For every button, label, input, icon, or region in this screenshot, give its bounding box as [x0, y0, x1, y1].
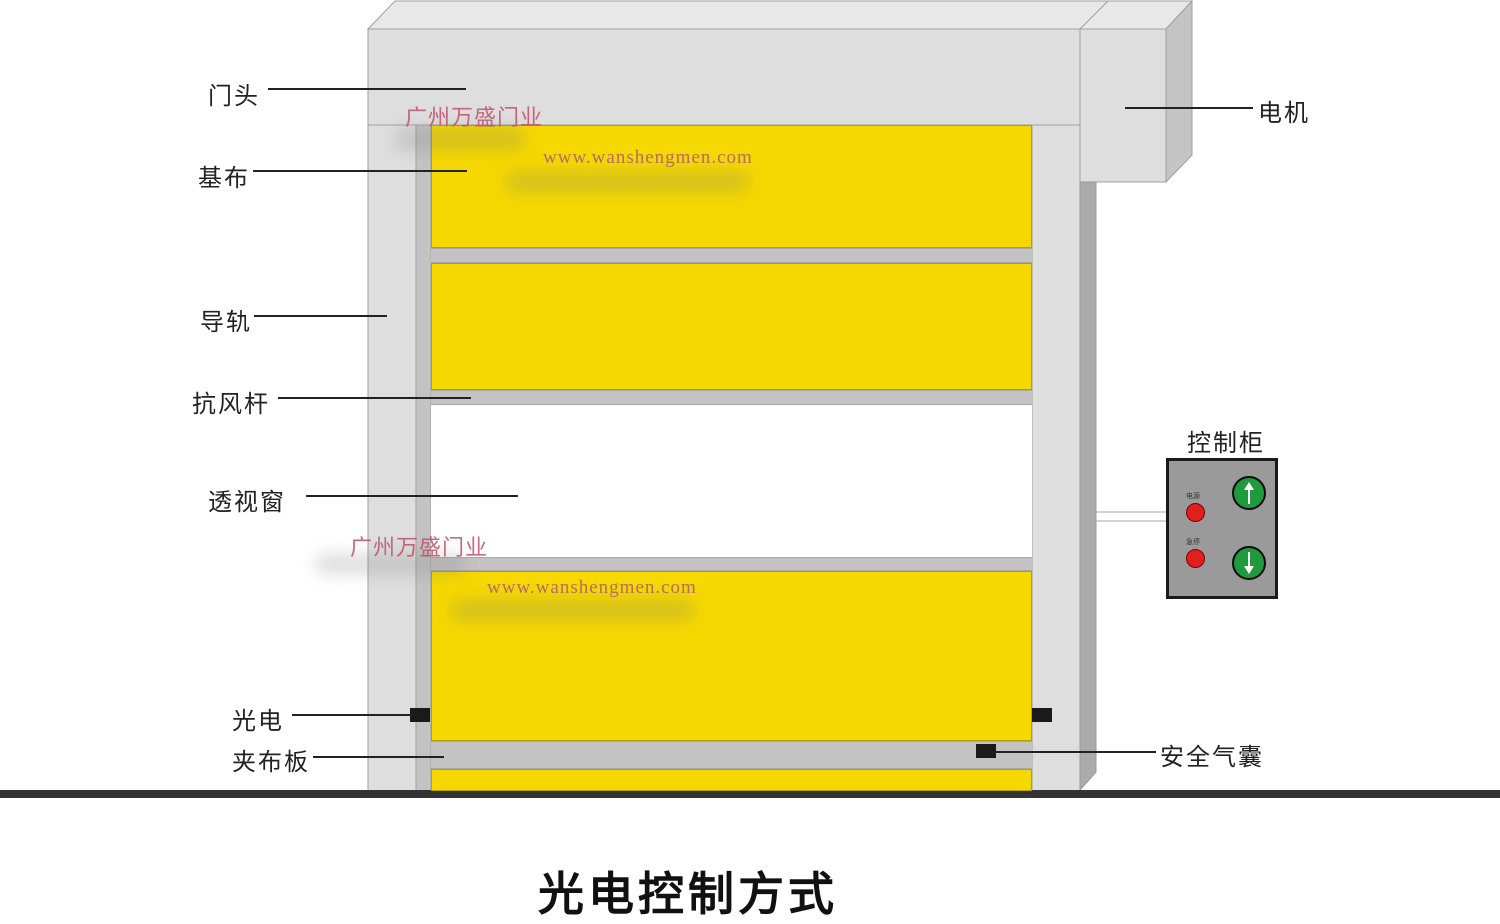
watermark-company: 广州万盛门业 [405, 106, 544, 131]
photocell-sensor-left [410, 708, 430, 722]
fabric-panel-2 [431, 263, 1032, 390]
wind-bar-3 [431, 557, 1032, 571]
power-label: 电源 [1186, 492, 1200, 500]
watermark-blur [450, 600, 695, 620]
control-box: 电源 急停 [1166, 458, 1278, 599]
watermark-url: www.wanshengmen.com [487, 577, 697, 598]
label-photocell: 光电 [232, 707, 284, 735]
up-button[interactable] [1232, 476, 1266, 510]
clamp-plate [431, 741, 1032, 769]
label-motor: 电机 [1258, 99, 1310, 127]
emergency-stop-button[interactable] [1186, 549, 1205, 568]
label-wind-bar: 抗风杆 [192, 390, 270, 418]
airbag-sensor [976, 744, 996, 758]
leader-line [254, 315, 387, 317]
wind-bar-1 [431, 248, 1032, 263]
leader-line [306, 495, 518, 497]
label-guide-rail: 导轨 [200, 308, 252, 336]
leader-line [313, 756, 444, 758]
leader-line [253, 170, 467, 172]
label-base-fabric: 基布 [198, 164, 250, 192]
watermark-blur [505, 172, 750, 192]
label-airbag: 安全气囊 [1160, 743, 1264, 771]
fabric-panel-bottom [431, 769, 1032, 791]
down-button[interactable] [1232, 546, 1266, 580]
label-door-head: 门头 [208, 82, 260, 110]
watermark-url: www.wanshengmen.com [543, 147, 753, 168]
estop-label: 急停 [1186, 538, 1200, 546]
diagram-title: 光电控制方式 [538, 867, 838, 921]
label-control-box: 控制柜 [1187, 429, 1265, 457]
watermark-company: 广州万盛门业 [350, 536, 489, 561]
fabric-panel-3 [431, 571, 1032, 741]
leader-line [994, 751, 1156, 753]
power-indicator-led [1186, 503, 1205, 522]
label-window: 透视窗 [208, 488, 286, 516]
leader-line [268, 88, 466, 90]
watermark-blur [395, 128, 525, 150]
label-clamp-plate: 夹布板 [232, 748, 310, 776]
arrow-down-icon [1244, 552, 1254, 574]
wind-bar-2 [431, 390, 1032, 405]
watermark-blur [315, 554, 465, 574]
photocell-sensor-right [1032, 708, 1052, 722]
leader-line [1125, 107, 1253, 109]
leader-line [278, 397, 471, 399]
arrow-up-icon [1244, 482, 1254, 504]
leader-line [292, 714, 412, 716]
fabric-panel-1 [431, 125, 1032, 248]
